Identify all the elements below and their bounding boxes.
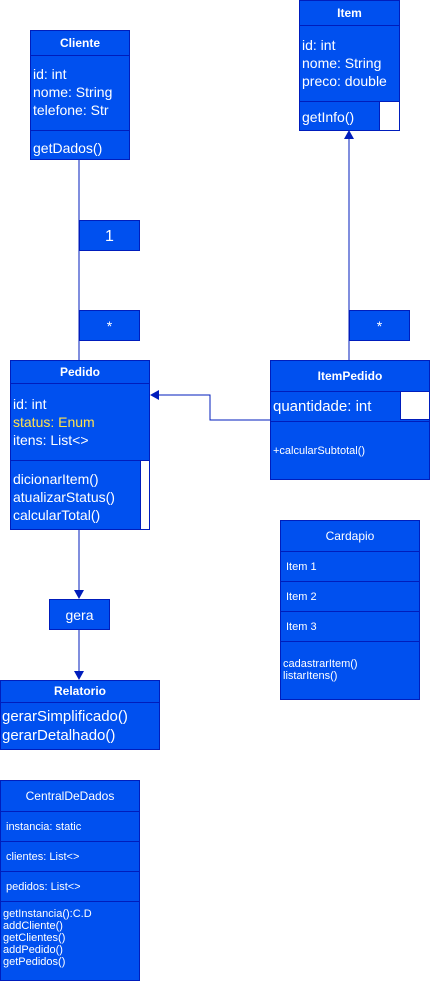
- central-row-clientes: clientes: List<>: [6, 851, 80, 863]
- central-sep-1: [1, 841, 139, 842]
- central-method-getpedidos: getPedidos(): [3, 956, 66, 968]
- item-white-block: [379, 101, 400, 131]
- central-row-pedidos: pedidos: List<>: [6, 881, 81, 893]
- pedido-attr-itens: itens: List<>: [13, 432, 89, 448]
- mult-one-label: 1: [79, 220, 140, 251]
- central-method-addcliente: addCliente(): [3, 920, 63, 932]
- pedido-method-atualizarstatus: atualizarStatus(): [13, 489, 115, 505]
- cardapio-row-item2: Item 2: [286, 591, 317, 603]
- item-attr-preco: preco: double: [302, 73, 387, 89]
- item-attr-nome: nome: String: [302, 55, 382, 71]
- relatorio-class[interactable]: Relatorio gerarSimplificado() gerarDetal…: [0, 680, 160, 750]
- cardapio-method-listaritens: listarItens(): [283, 670, 338, 682]
- pedido-class[interactable]: Pedido id: int status: Enum itens: List<…: [10, 360, 150, 530]
- cardapio-row-item1: Item 1: [286, 561, 317, 573]
- item-attr-id: id: int: [302, 37, 336, 53]
- gera-label: gera: [49, 599, 110, 630]
- mult-many-left-label: *: [79, 310, 140, 341]
- itempedido-class-title: ItemPedido: [271, 361, 429, 392]
- pedido-white-block: [140, 460, 150, 530]
- item-separator: [300, 101, 399, 102]
- cardapio-sep-3: [281, 641, 419, 642]
- cliente-class-title: Cliente: [31, 31, 129, 56]
- item-class[interactable]: Item id: int nome: String preco: double …: [299, 0, 400, 131]
- cliente-attr-id: id: int: [33, 66, 67, 82]
- cardapio-row-item3: Item 3: [286, 621, 317, 633]
- pedido-separator: [11, 460, 149, 461]
- itempedido-attr-quantidade: quantidade: int: [273, 398, 372, 415]
- relatorio-method-detalhado: gerarDetalhado(): [2, 727, 116, 744]
- pedido-class-title: Pedido: [11, 361, 149, 384]
- itempedido-class[interactable]: ItemPedido quantidade: int +calcularSubt…: [270, 360, 430, 480]
- cardapio-sep-1: [281, 581, 419, 582]
- centraldedados-class[interactable]: CentralDeDados instancia: static cliente…: [0, 780, 140, 981]
- pedido-method-calculartotal: calcularTotal(): [13, 507, 101, 523]
- central-method-getclientes: getClientes(): [3, 932, 66, 944]
- relatorio-method-simplificado: gerarSimplificado(): [2, 708, 128, 725]
- central-row-instancia: instancia: static: [6, 821, 82, 833]
- itempedido-separator: [271, 421, 429, 422]
- cliente-attr-telefone: telefone: Str: [33, 102, 109, 118]
- item-method-getinfo: getInfo(): [302, 109, 355, 125]
- centraldedados-class-title: CentralDeDados: [1, 781, 139, 812]
- cardapio-sep-2: [281, 611, 419, 612]
- cliente-method-getdados: getDados(): [33, 140, 103, 156]
- itempedido-white-block: [400, 391, 430, 420]
- relatorio-class-title: Relatorio: [1, 681, 159, 703]
- pedido-attr-id: id: int: [13, 396, 47, 412]
- cliente-class[interactable]: Cliente id: int nome: String telefone: S…: [30, 30, 130, 160]
- cardapio-class-title: Cardapio: [281, 521, 419, 552]
- itempedido-method-calcularsubtotal: +calcularSubtotal(): [273, 445, 366, 457]
- pedido-method-dicionaritem: dicionarItem(): [13, 471, 99, 487]
- itempedido-pedido-arrow: [150, 390, 270, 421]
- central-sep-3: [1, 901, 139, 902]
- cardapio-method-cadastraritem: cadastrarItem(): [283, 658, 358, 670]
- cardapio-class[interactable]: Cardapio Item 1 Item 2 Item 3 cadastrarI…: [280, 520, 420, 700]
- mult-many-right-label: *: [349, 310, 410, 341]
- central-sep-2: [1, 871, 139, 872]
- central-method-getinstancia: getInstancia():C.D: [3, 908, 92, 920]
- central-method-addpedido: addPedido(): [3, 944, 63, 956]
- pedido-attr-status: status: Enum: [13, 414, 95, 430]
- cliente-attr-nome: nome: String: [33, 84, 113, 100]
- item-class-title: Item: [300, 1, 399, 26]
- cliente-separator: [31, 130, 129, 131]
